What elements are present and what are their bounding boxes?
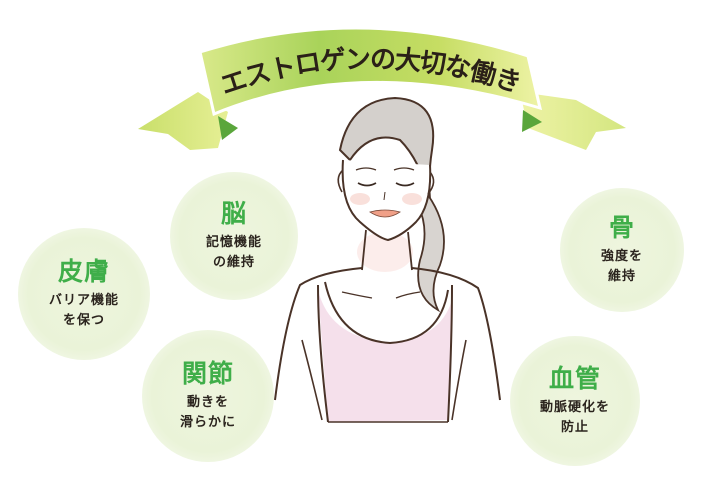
bubble-joints: 関節 動きを 滑らかに	[142, 330, 274, 462]
bubble-heading: 関節	[181, 359, 234, 388]
ribbon-fold-left	[218, 116, 238, 140]
bubble-heading: 血管	[548, 364, 601, 393]
bubble-skin: 皮膚 バリア機能 を保つ	[18, 228, 150, 360]
ribbon-tail-left	[138, 92, 228, 150]
lips	[369, 209, 401, 218]
bubble-description: バリア機能 を保つ	[48, 293, 119, 328]
ribbon-band	[198, 26, 543, 117]
bubble-description: 強度を 維持	[600, 249, 643, 284]
ponytail	[416, 193, 445, 313]
closed-eye-left	[357, 182, 377, 187]
bubble-brain: 脳 記憶機能 の維持	[170, 172, 298, 300]
bubble-heading: 骨	[608, 213, 635, 242]
tank-top	[318, 290, 452, 422]
ribbon-tail-right	[520, 92, 626, 150]
bubble-bone: 骨 強度を 維持	[560, 188, 684, 312]
face	[341, 159, 432, 242]
bubble-heading: 皮膚	[57, 257, 110, 286]
bubble-description: 動きを 滑らかに	[179, 395, 236, 430]
ribbon-fold-right	[522, 110, 542, 132]
closed-eye-right	[395, 182, 415, 187]
bubble-description: 動脈硬化を 防止	[539, 400, 610, 435]
bubble-description: 記憶機能 の維持	[205, 235, 262, 270]
bubble-blood-vessels: 血管 動脈硬化を 防止	[510, 336, 640, 466]
bubble-heading: 脳	[220, 199, 247, 228]
neckline	[324, 281, 449, 345]
